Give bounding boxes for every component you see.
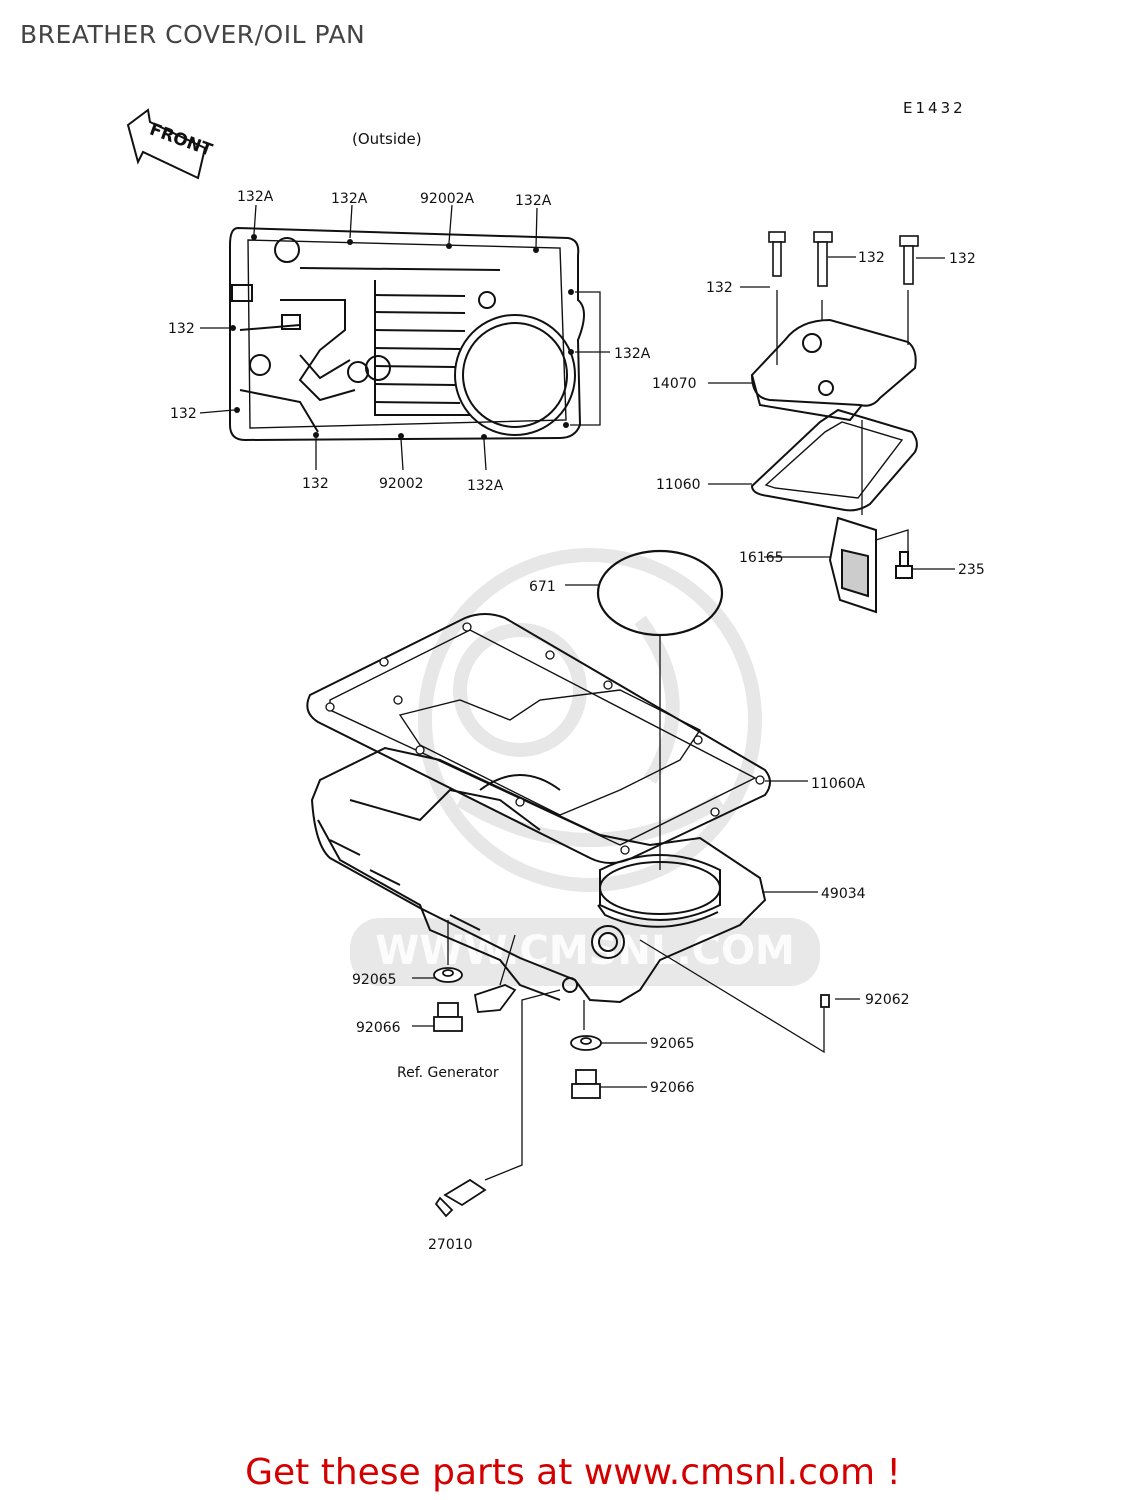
callout-671: 671 <box>529 579 556 595</box>
bolt-axis-lines <box>776 290 909 515</box>
callout-14070: 14070 <box>652 376 697 392</box>
callout-132: 132 <box>170 406 197 422</box>
callout-132: 132 <box>706 280 733 296</box>
lower-leaders <box>412 256 955 1181</box>
callout-92002A: 92002A <box>420 191 475 207</box>
callout-11060: 11060 <box>656 477 701 493</box>
callout-92065: 92065 <box>650 1036 695 1052</box>
callout-ref-generator: Ref. Generator <box>397 1065 499 1081</box>
parts-diagram: WWW.CMSNL.COM E1432 (Outside) FRONT <box>126 99 985 1253</box>
view-label: (Outside) <box>352 130 422 148</box>
callout-92002: 92002 <box>379 476 424 492</box>
diagram-code: E1432 <box>903 99 966 117</box>
callout-132: 132 <box>168 321 195 337</box>
drain-hardware <box>433 967 830 1218</box>
callout-92065: 92065 <box>352 972 397 988</box>
callout-235: 235 <box>958 562 985 578</box>
breather-bolt-holes <box>230 234 574 440</box>
callout-27010: 27010 <box>428 1237 473 1253</box>
callout-92066: 92066 <box>650 1080 695 1096</box>
breather-leaders <box>199 204 610 471</box>
o-ring-671 <box>596 549 724 637</box>
breather-cover-14070 <box>750 318 917 422</box>
callout-132A: 132A <box>467 478 504 494</box>
page-title: BREATHER COVER/OIL PAN <box>20 20 366 49</box>
callout-11060A: 11060A <box>811 776 866 792</box>
callout-132A: 132A <box>331 191 368 207</box>
plate-16165 <box>828 516 913 614</box>
watermark-text: WWW.CMSNL.COM <box>375 928 795 974</box>
callout-132: 132 <box>949 251 976 267</box>
breather-cover-outside-view <box>229 226 585 442</box>
callout-132: 132 <box>302 476 329 492</box>
watermark <box>418 548 762 892</box>
watermark-banner <box>350 918 820 986</box>
callout-16165: 16165 <box>739 550 784 566</box>
front-arrow-icon: FRONT <box>126 108 215 180</box>
callout-49034: 49034 <box>821 886 866 902</box>
bolt-132-group <box>768 231 919 287</box>
callout-132: 132 <box>858 250 885 266</box>
callout-92066: 92066 <box>356 1020 401 1036</box>
leader-16165 <box>875 529 909 552</box>
oil-pan-49034 <box>310 746 767 1004</box>
callout-132A: 132A <box>237 189 274 205</box>
callout-132A: 132A <box>515 193 552 209</box>
callout-132A: 132A <box>614 346 651 362</box>
gasket-11060 <box>750 408 918 512</box>
callout-92062: 92062 <box>865 992 910 1008</box>
footer-link[interactable]: Get these parts at www.cmsnl.com ! <box>245 1452 901 1493</box>
